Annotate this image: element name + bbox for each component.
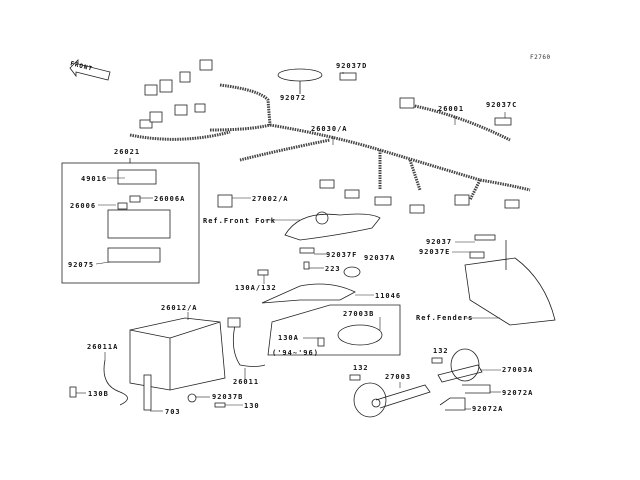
label-27002A: 27002/A bbox=[252, 195, 289, 203]
part-27003-horn bbox=[353, 382, 387, 418]
label-27003B: 27003B bbox=[343, 310, 375, 318]
label-26011A: 26011A bbox=[87, 343, 119, 351]
leader-lines bbox=[76, 72, 506, 412]
part-92037B bbox=[187, 393, 197, 403]
part-27003A-horn bbox=[450, 348, 480, 382]
front-fork-bracket bbox=[284, 213, 381, 241]
part-130A-bolt bbox=[317, 337, 325, 347]
part-26006A bbox=[129, 195, 141, 203]
part-92037A bbox=[343, 266, 361, 278]
part-26011A-cable bbox=[103, 359, 128, 406]
main-wiring-harness bbox=[129, 83, 531, 201]
part-92037E bbox=[469, 251, 485, 259]
label-26012A: 26012/A bbox=[161, 304, 198, 312]
label-92037C: 92037C bbox=[486, 101, 518, 109]
label-27003: 27003 bbox=[385, 373, 412, 381]
part-92075 bbox=[107, 247, 161, 263]
part-49016 bbox=[117, 169, 157, 185]
front-arrow-icon bbox=[69, 59, 111, 81]
label-92037: 92037 bbox=[426, 238, 453, 246]
label-26006A: 26006A bbox=[154, 195, 186, 203]
part-26011-cable bbox=[232, 324, 266, 367]
label-130A: 130A bbox=[278, 334, 299, 342]
sub-harness-26001 bbox=[409, 103, 511, 142]
label-11046: 11046 bbox=[375, 292, 402, 300]
part-92037C bbox=[494, 117, 512, 126]
part-223-bolt bbox=[303, 261, 310, 270]
part-132-bolt-2 bbox=[431, 357, 443, 364]
label-92072A-2: 92072A bbox=[472, 405, 504, 413]
label-132-2: 132 bbox=[353, 364, 369, 372]
label-132: 132 bbox=[433, 347, 449, 355]
label-130B: 130B bbox=[88, 390, 109, 398]
label-92072A: 92072A bbox=[502, 389, 534, 397]
fuse-box-group-frame bbox=[61, 162, 200, 284]
part-130-bolt bbox=[214, 402, 226, 408]
part-11046-bracket bbox=[261, 283, 356, 304]
part-27003B-horn bbox=[337, 324, 383, 346]
fuse-box bbox=[107, 209, 171, 239]
label-26006: 26006 bbox=[70, 202, 97, 210]
part-26012A-battery bbox=[129, 317, 226, 391]
part-703-tube bbox=[143, 374, 152, 411]
rear-fender bbox=[464, 257, 556, 326]
label-ref-front-fork: Ref.Front Fork bbox=[203, 217, 277, 225]
label-92037B: 92037B bbox=[212, 393, 244, 401]
label-92037E: 92037E bbox=[419, 248, 451, 256]
label-27003A: 27003A bbox=[502, 366, 534, 374]
part-92072A-bracket-2 bbox=[439, 397, 466, 411]
part-26006 bbox=[117, 202, 128, 210]
part-132-bolt bbox=[349, 374, 361, 381]
part-27002A-relay bbox=[217, 194, 233, 208]
label-92037A: 92037A bbox=[364, 254, 396, 262]
label-92075: 92075 bbox=[68, 261, 95, 269]
label-130: 130 bbox=[244, 402, 260, 410]
label-years-94-96: ('94~'96) bbox=[272, 349, 319, 357]
label-26011: 26011 bbox=[233, 378, 260, 386]
label-703: 703 bbox=[165, 408, 181, 416]
label-26001: 26001 bbox=[438, 105, 465, 113]
horn-94-96-group-frame bbox=[267, 304, 401, 356]
label-223: 223 bbox=[325, 265, 341, 273]
label-130A-132: 130A/132 bbox=[235, 284, 277, 292]
label-92037F: 92037F bbox=[326, 251, 358, 259]
part-92037 bbox=[474, 234, 496, 241]
part-92037F bbox=[299, 247, 315, 254]
label-ref-fenders: Ref.Fenders bbox=[416, 314, 474, 322]
part-130A132-bolt bbox=[257, 269, 269, 276]
label-49016: 49016 bbox=[81, 175, 108, 183]
label-26021: 26021 bbox=[114, 148, 141, 156]
label-92037D: 92037D bbox=[336, 62, 368, 70]
connectors bbox=[139, 59, 520, 214]
label-26030A: 26030/A bbox=[311, 125, 348, 133]
part-92072A-bracket bbox=[462, 384, 491, 394]
part-92037D bbox=[339, 72, 357, 81]
part-92072-band bbox=[277, 68, 323, 82]
part-130B-bolt bbox=[69, 386, 77, 398]
diagram-code: F2760 bbox=[530, 54, 551, 61]
label-92072: 92072 bbox=[280, 94, 307, 102]
